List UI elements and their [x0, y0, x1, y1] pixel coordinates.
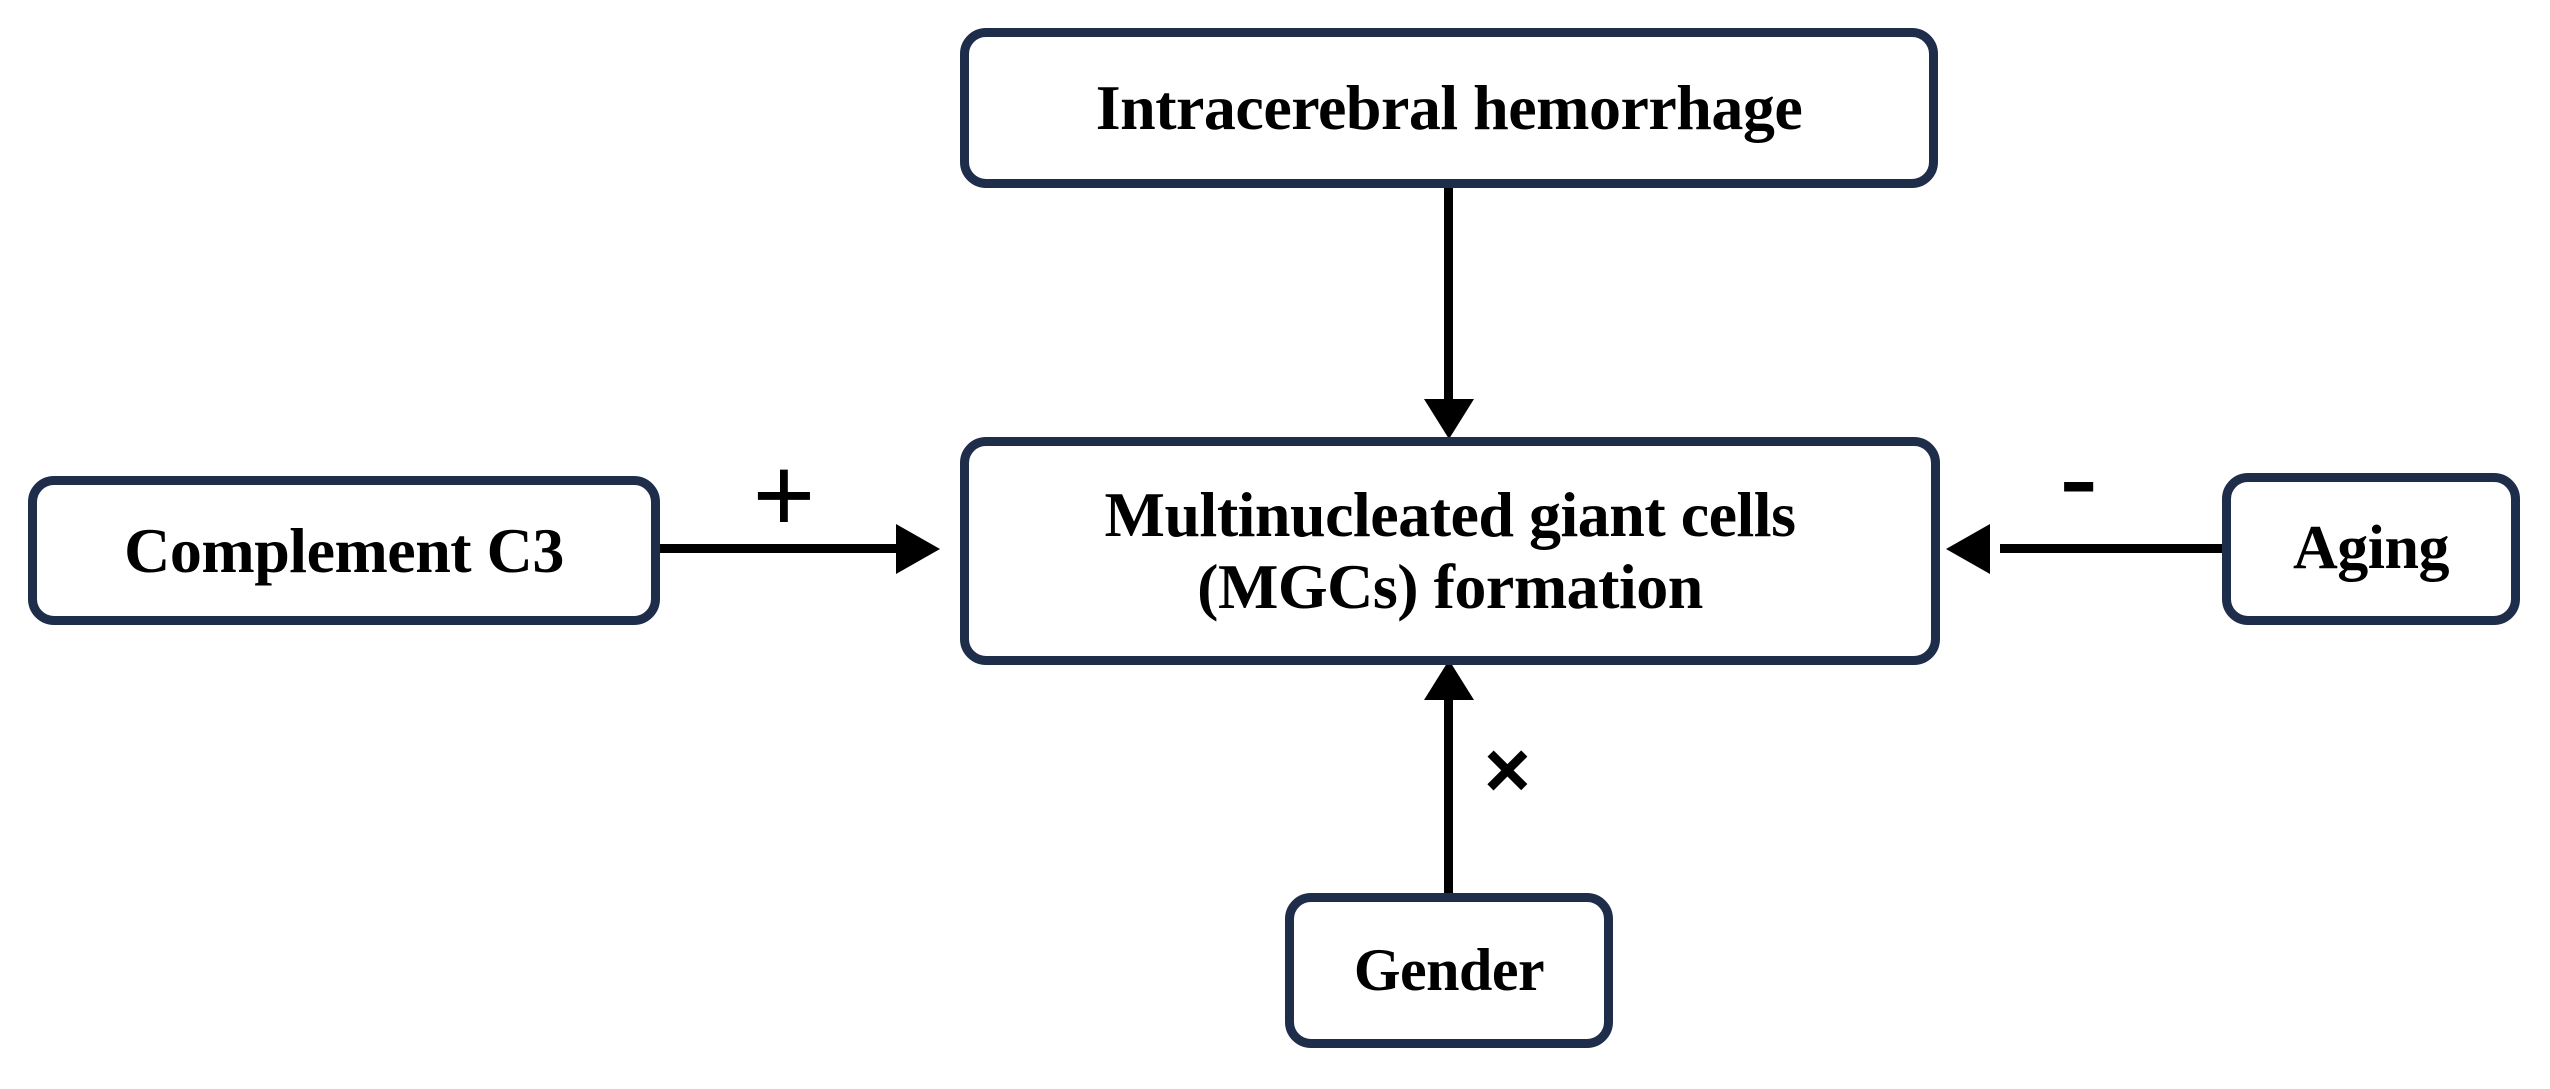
- node-complement-c3[interactable]: Complement C3: [28, 476, 660, 625]
- node-multinucleated-giant-cells-formation[interactable]: Multinucleated giant cells (MGCs) format…: [960, 437, 1940, 665]
- arrowhead-down-icon: [1424, 399, 1474, 439]
- edge-sign-plus: +: [752, 434, 816, 558]
- node-label-multinucleated-giant-cells-formation: Multinucleated giant cells (MGCs) format…: [1104, 479, 1796, 622]
- node-intracerebral-hemorrhage[interactable]: Intracerebral hemorrhage: [960, 28, 1938, 188]
- edge-sign-times: ×: [1484, 725, 1531, 814]
- edge-line-aging-to-mgc: [2000, 544, 2224, 553]
- node-label-gender: Gender: [1353, 936, 1545, 1003]
- node-label-intracerebral-hemorrhage: Intracerebral hemorrhage: [1095, 72, 1803, 144]
- node-label-complement-c3: Complement C3: [124, 514, 564, 586]
- arrowhead-right-icon: [896, 524, 940, 574]
- node-aging[interactable]: Aging: [2222, 473, 2520, 625]
- node-gender[interactable]: Gender: [1285, 893, 1613, 1048]
- node-label-aging: Aging: [2293, 514, 2449, 583]
- arrowhead-up-icon: [1424, 660, 1474, 700]
- edge-sign-minus: -: [2060, 414, 2098, 538]
- edge-line-ich-to-mgc: [1444, 185, 1453, 417]
- edge-line-c3-to-mgc: [658, 544, 898, 553]
- edge-line-gender-to-mgc: [1444, 700, 1453, 895]
- arrowhead-left-icon: [1946, 524, 1990, 574]
